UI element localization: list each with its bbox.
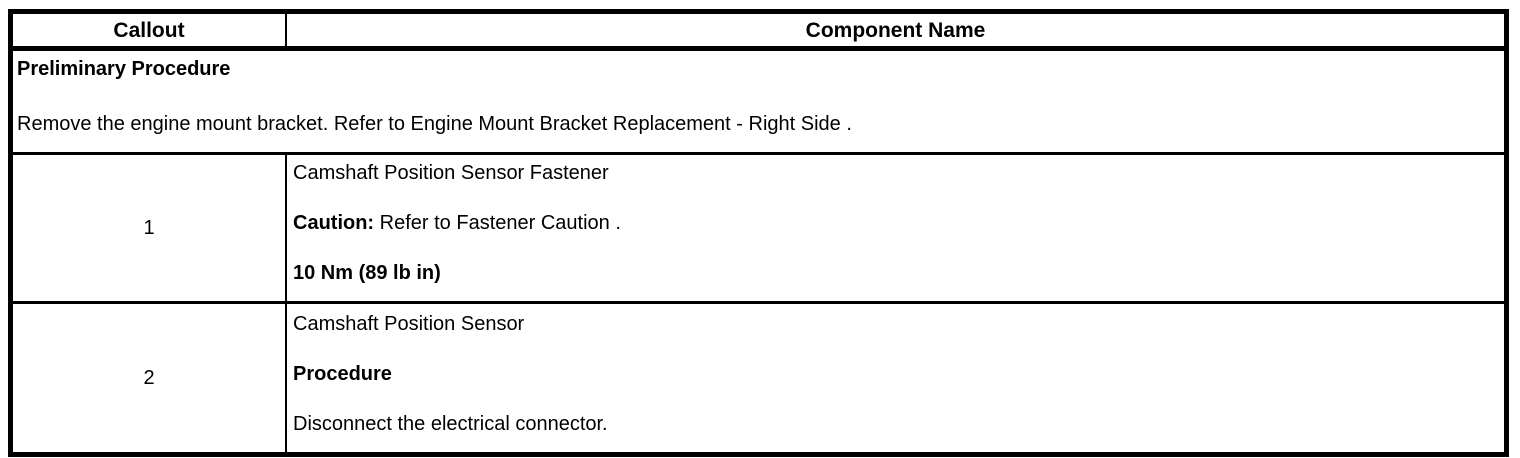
callout-column-header: Callout (13, 14, 287, 46)
table-row: 1 Camshaft Position Sensor Fastener Caut… (13, 155, 1504, 304)
component-cell-2: Camshaft Position Sensor Procedure Disco… (287, 304, 1504, 452)
caution-label: Caution: (293, 212, 375, 234)
table-row: 2 Camshaft Position Sensor Procedure Dis… (13, 304, 1504, 452)
callout-number-1: 1 (13, 155, 287, 301)
component-name-value: Camshaft Position Sensor (293, 313, 525, 335)
table-header-row: Callout Component Name (13, 14, 1504, 51)
component-name-text: Camshaft Position Sensor (293, 313, 1498, 336)
torque-spec-value: 10 Nm (89 lb in) (293, 262, 441, 284)
procedure-label: Procedure (293, 363, 392, 385)
component-callout-table: Callout Component Name Preliminary Proce… (8, 9, 1509, 457)
torque-spec: 10 Nm (89 lb in) (293, 262, 1498, 285)
callout-number-2: 2 (13, 304, 287, 452)
preliminary-procedure-title: Preliminary Procedure (17, 58, 231, 80)
caution-reference-text: Refer to Fastener Caution . (374, 212, 621, 234)
component-name-text: Camshaft Position Sensor Fastener (293, 162, 1498, 185)
preliminary-procedure-instruction: Remove the engine mount bracket. Refer t… (17, 113, 852, 135)
procedure-step-text: Disconnect the electrical connector. (293, 413, 608, 435)
caution-note: Caution: Refer to Fastener Caution . (293, 212, 1498, 235)
component-name-column-header: Component Name (805, 19, 986, 42)
procedure-heading: Procedure (293, 363, 1498, 386)
component-cell-1: Camshaft Position Sensor Fastener Cautio… (287, 155, 1504, 301)
component-name-value: Camshaft Position Sensor Fastener (293, 162, 609, 184)
procedure-step: Disconnect the electrical connector. (293, 413, 1498, 436)
preliminary-procedure-row: Preliminary Procedure Remove the engine … (13, 51, 1504, 155)
